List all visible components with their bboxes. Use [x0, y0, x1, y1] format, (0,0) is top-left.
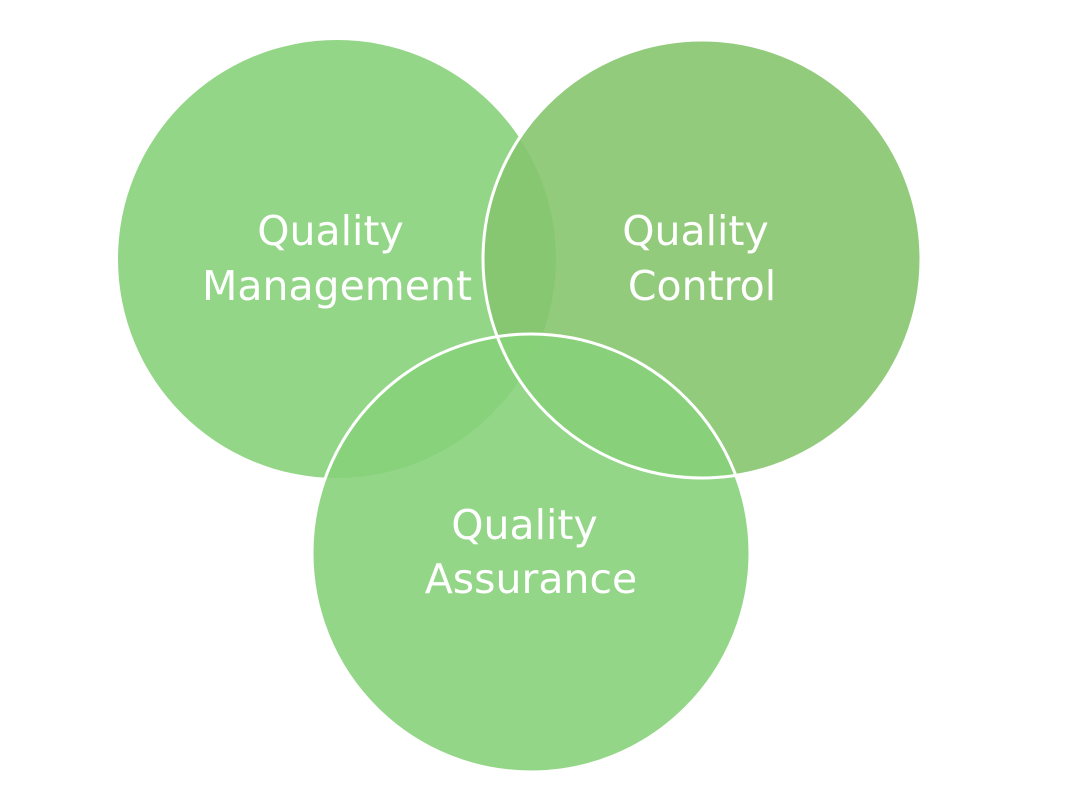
circle-outlines	[310, 38, 923, 774]
label-quality-assurance-line2: Assurance	[425, 555, 638, 603]
label-quality-management-line2: Management	[202, 262, 472, 310]
label-quality-control-line2: Control	[628, 262, 776, 310]
circle-quality-assurance	[312, 334, 750, 772]
circles-group	[118, 40, 921, 772]
label-quality-management-line1: Quality	[257, 207, 404, 255]
label-quality-assurance: Quality Assurance	[425, 501, 638, 603]
label-quality-control: Quality Control	[622, 207, 782, 310]
label-quality-control-line1: Quality	[622, 207, 769, 255]
outline-quality-assurance	[310, 332, 752, 774]
label-quality-management: Quality Management	[202, 207, 472, 310]
labels-group: Quality Management Quality Control Quali…	[202, 207, 782, 603]
outline-quality-control	[481, 38, 923, 480]
label-quality-assurance-line1: Quality	[451, 501, 598, 549]
